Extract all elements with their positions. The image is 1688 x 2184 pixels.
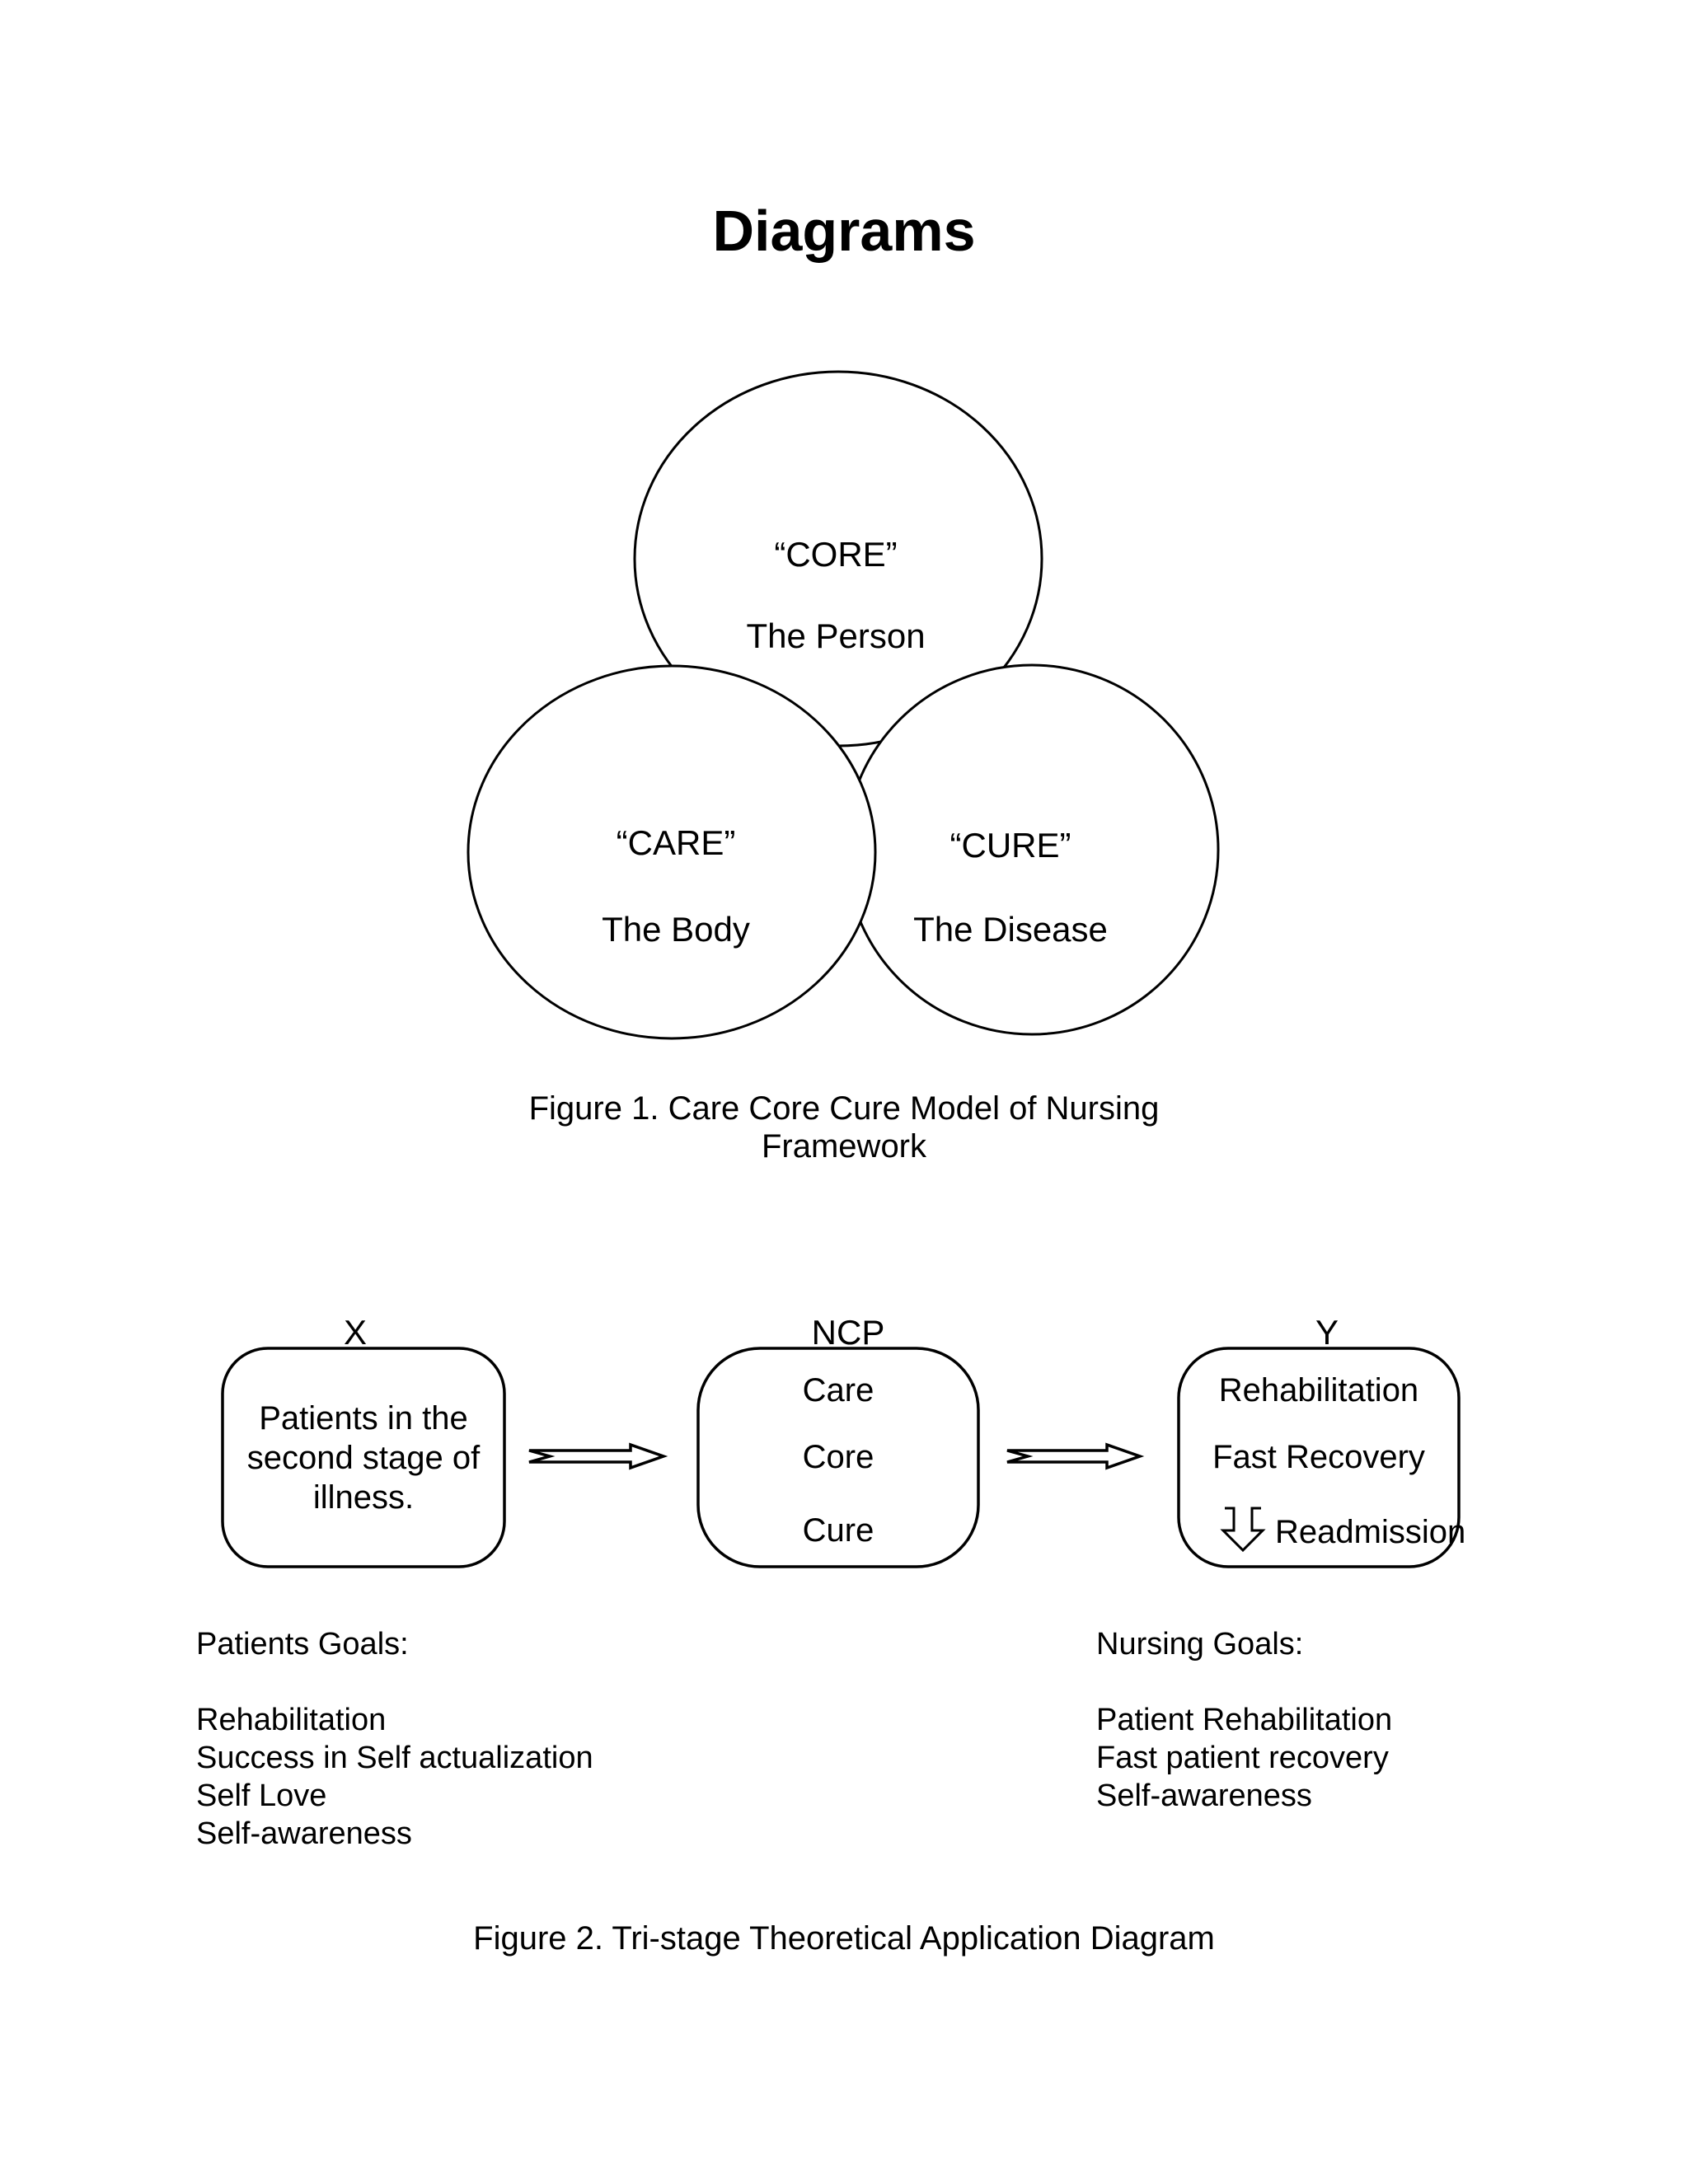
goal-item: Self Love [196, 1779, 327, 1813]
stage-ncp-line1: Care [803, 1372, 874, 1408]
nursing-goals-heading: Nursing Goals: [1096, 1627, 1304, 1661]
goal-item: Self-awareness [196, 1816, 412, 1851]
stage-ncp-label: NCP [812, 1313, 885, 1352]
stage-x-line3: illness. [313, 1479, 414, 1516]
care-sublabel: The Body [602, 910, 750, 949]
stage-y-line3: Readmission [1275, 1514, 1465, 1550]
down-arrow-icon [1220, 1507, 1266, 1553]
stage-x-box [221, 1347, 506, 1568]
tri-stage-diagram: X NCP Y Patients in the second stage of … [221, 1313, 1465, 1568]
core-label: “CORE” [774, 535, 897, 574]
patients-goals-heading: Patients Goals: [196, 1627, 409, 1661]
patients-goals-list: Rehabilitation Success in Self actualiza… [196, 1701, 593, 1853]
stage-y-label: Y [1315, 1313, 1339, 1352]
stage-y-line2: Fast Recovery [1212, 1439, 1425, 1475]
figure2-caption-line: Figure 2. Tri-stage Theoretical Applicat… [473, 1920, 1215, 1957]
goal-item: Rehabilitation [196, 1703, 387, 1737]
goal-item: Self-awareness [1096, 1779, 1312, 1813]
stage-ncp-line3: Cure [803, 1512, 874, 1549]
nursing-goals-list: Patient Rehabilitation Fast patient reco… [1096, 1701, 1392, 1815]
stage-x-line2: second stage of [247, 1440, 481, 1476]
stage-y-line1: Rehabilitation [1219, 1372, 1418, 1408]
core-sublabel: The Person [746, 616, 925, 655]
stage-ncp-box [696, 1347, 980, 1568]
figure1-caption-line2: Framework [761, 1128, 927, 1165]
goal-item: Patient Rehabilitation [1096, 1703, 1393, 1737]
cure-label: “CURE” [950, 826, 1071, 865]
page-title: Diagrams [712, 199, 976, 263]
right-arrow-tail-barb [1010, 1455, 1029, 1463]
care-core-cure-diagram: “CORE” The Person “CARE” The Body “CURE”… [467, 370, 1220, 1040]
figure1-caption: Figure 1. Care Core Cure Model of Nursin… [0, 1090, 1688, 1165]
figure1-caption-line1: Figure 1. Care Core Cure Model of Nursin… [528, 1090, 1160, 1127]
goal-item: Success in Self actualization [196, 1741, 593, 1775]
stage-x-label: X [344, 1313, 367, 1352]
figure2-caption: Figure 2. Tri-stage Theoretical Applicat… [0, 1919, 1688, 1957]
care-label: “CARE” [617, 823, 736, 862]
stage-x-line1: Patients in the [259, 1400, 468, 1436]
goal-item: Fast patient recovery [1096, 1741, 1389, 1775]
cure-sublabel: The Disease [913, 910, 1108, 949]
stage-ncp-line2: Core [803, 1439, 874, 1475]
care-circle [467, 664, 877, 1040]
right-arrow-tail-barb [532, 1455, 551, 1463]
